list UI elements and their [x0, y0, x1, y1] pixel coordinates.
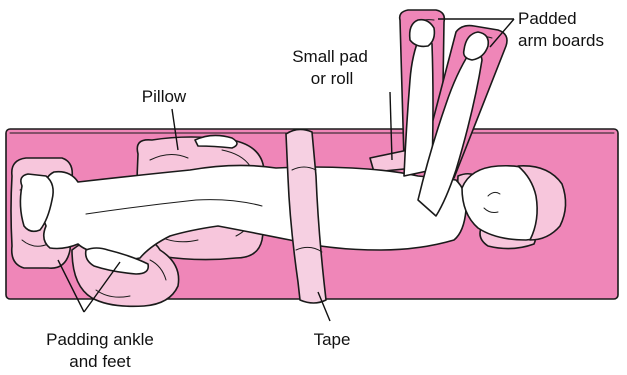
- label-pillow: Pillow: [142, 87, 187, 106]
- label-padding-ankle-2: and feet: [69, 352, 131, 371]
- label-padded-arm-boards-1: Padded: [518, 9, 577, 28]
- label-small-pad-1: Small pad: [292, 47, 368, 66]
- label-padding-ankle-1: Padding ankle: [46, 330, 154, 349]
- label-padded-arm-boards-2: arm boards: [518, 31, 604, 50]
- label-small-pad-2: or roll: [311, 69, 354, 88]
- label-tape: Tape: [314, 330, 351, 349]
